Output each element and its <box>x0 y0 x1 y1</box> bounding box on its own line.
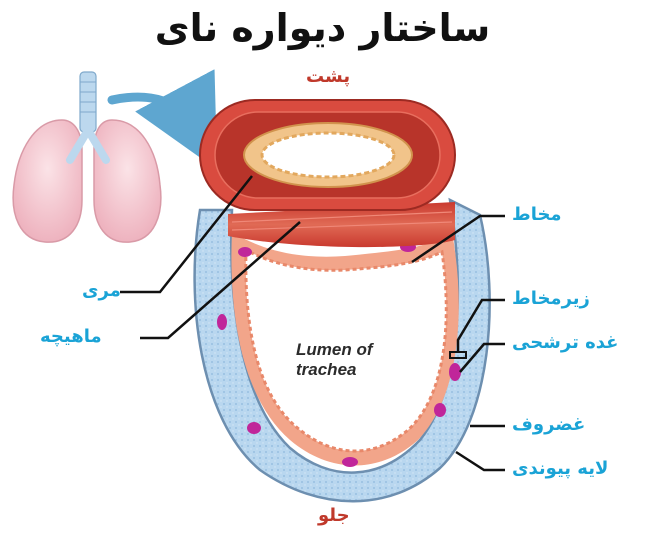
gland <box>342 457 358 467</box>
label-gland: غده ترشحی <box>512 332 618 353</box>
label-cartilage: غضروف <box>512 414 585 435</box>
gland <box>449 363 461 381</box>
gland <box>247 422 261 434</box>
lumen-label: Lumen of trachea <box>296 340 373 380</box>
lumen-line-1: Lumen of <box>296 340 373 360</box>
page-title: ساختار دیواره نای <box>0 6 645 50</box>
label-mucosa: مخاط <box>512 204 562 225</box>
leader-connective <box>456 452 505 470</box>
label-submucosa: زیرمخاط <box>512 288 590 309</box>
label-muscle: ماهیچه <box>40 326 102 347</box>
trachea-icon <box>70 72 106 160</box>
label-connective: لایه پیوندی <box>512 458 608 479</box>
gland <box>238 247 252 257</box>
lumen-line-2: trachea <box>296 360 373 380</box>
label-back: پشت <box>306 66 350 87</box>
gland <box>434 403 446 417</box>
label-esophagus: مری <box>82 280 121 301</box>
label-front: جلو <box>318 505 350 526</box>
gland <box>217 314 227 330</box>
